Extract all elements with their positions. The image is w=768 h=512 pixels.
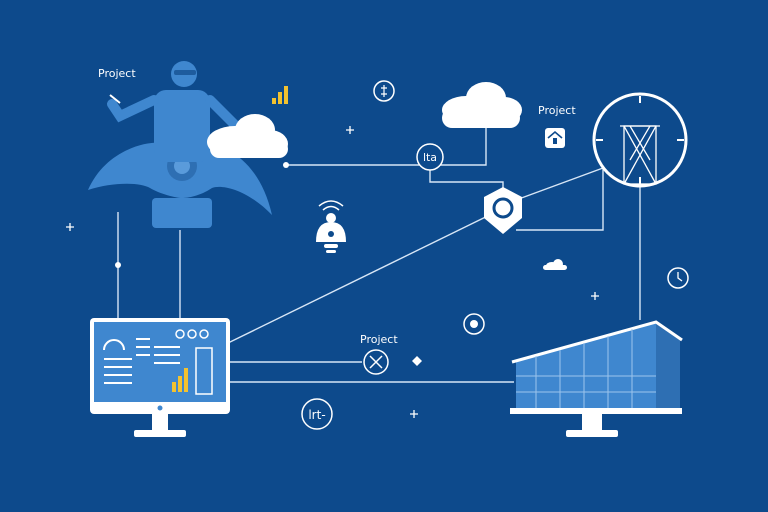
dollar-badge-icon: [373, 80, 395, 102]
home-badge-icon: [545, 128, 565, 148]
connector-monitor-pin: [227, 207, 505, 344]
project-label-top-right: Project: [538, 104, 576, 117]
cloud-icon: [442, 82, 522, 128]
connector-pin-clock: [515, 167, 604, 201]
target-icon: [463, 313, 485, 335]
plus-icon: [66, 126, 599, 418]
location-pin-icon: [484, 187, 522, 234]
connector-node-dot: [283, 162, 289, 168]
diamond-marker: [412, 356, 422, 366]
lrt-node-icon: [301, 398, 333, 430]
signal-bars-icon: [272, 86, 288, 104]
connector-pin-clock-elbow: [516, 168, 604, 231]
lta-node-icon: [416, 143, 444, 171]
project-label-top-left: Project: [98, 67, 136, 80]
lrt-label: lrt-: [308, 408, 325, 422]
compass-icon: [363, 349, 389, 375]
lightbulb-icon: [316, 200, 346, 253]
cloud-icon: [207, 114, 288, 158]
cloud-icon: [543, 259, 567, 270]
clock-icon: [667, 267, 689, 289]
connector-drone-cloud: [286, 120, 487, 166]
solar-panel-building-icon: [510, 320, 683, 437]
connector-node-dot: [115, 262, 121, 268]
wind-turbine-icon: [620, 125, 660, 185]
lta-label: lta: [423, 151, 437, 164]
person-on-drone-icon: [88, 61, 272, 228]
project-label-middle: Project: [360, 333, 398, 346]
connector-lines: [117, 120, 641, 383]
clock-icon: [592, 92, 688, 188]
monitor-dashboard-icon: [90, 318, 230, 437]
